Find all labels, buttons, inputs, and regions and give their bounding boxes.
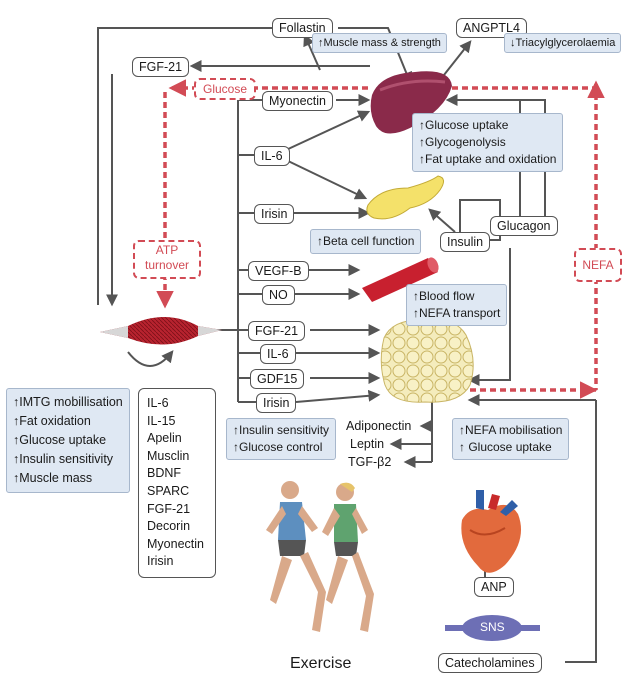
myokine-list: IL-6 IL-15 Apelin Musclin BDNF SPARC FGF… <box>138 388 216 578</box>
il6-fat-label: IL-6 <box>260 344 296 364</box>
runners-icon <box>266 481 374 632</box>
glucose-label: Glucose <box>194 78 256 100</box>
muscle-effect-5: ↑Muscle mass <box>13 471 93 485</box>
myokine-item: FGF-21 <box>147 501 191 516</box>
myokine-item: Myonectin <box>147 536 204 551</box>
irisin-fat-label: Irisin <box>256 393 297 413</box>
sns-label: SNS <box>480 620 505 634</box>
gdf15-label: GDF15 <box>250 369 305 389</box>
myonectin-label: Myonectin <box>262 91 333 111</box>
fgf21-fat-label: FGF-21 <box>248 321 306 341</box>
anp-label: ANP <box>474 577 514 597</box>
myokine-item: Irisin <box>147 554 174 569</box>
catecholamines-label: Catecholamines <box>438 653 542 673</box>
adipokine-leptin: Leptin <box>350 437 385 451</box>
liver-effect-2: ↑Glycogenolysis <box>419 135 506 149</box>
liver-effect-3: ↑Fat uptake and oxidation <box>419 152 557 166</box>
blood-flow-effect-1: ↑Blood flow <box>413 289 475 303</box>
atp-turnover-line-2: turnover <box>144 258 190 272</box>
myokine-item: IL-6 <box>147 396 169 410</box>
heart-icon <box>461 490 522 573</box>
nefa-glucose-effects: ↑NEFA mobilisation ↑ Glucose uptake <box>452 418 570 460</box>
muscle-effect-2: ↑Fat oxidation <box>13 414 91 428</box>
atp-turnover-line-1: ATP <box>155 243 179 257</box>
no-label: NO <box>262 285 295 305</box>
vegfb-label: VEGF-B <box>248 261 309 281</box>
myokine-item: IL-15 <box>147 413 176 428</box>
fgf21-top-label: FGF-21 <box>132 57 190 77</box>
myokine-item: Musclin <box>147 448 190 463</box>
myokine-item: Apelin <box>147 431 182 446</box>
nefa-glucose-effect-2: ↑ Glucose uptake <box>459 440 552 454</box>
pancreas-icon <box>366 175 444 220</box>
skeletal-muscle-icon <box>100 317 222 345</box>
muscle-effect-4: ↑Insulin sensitivity <box>13 452 114 466</box>
insulin-glucose-effects: ↑Insulin sensitivity ↑Glucose control <box>226 418 337 460</box>
insulin-label: Insulin <box>440 232 491 252</box>
atp-turnover-label: ATP turnover <box>133 240 201 279</box>
muscle-effect-1: ↑IMTG mobillisation <box>13 395 123 409</box>
blood-flow-effect-2: ↑NEFA transport <box>413 306 501 320</box>
myokine-item: SPARC <box>147 483 190 498</box>
exercise-label: Exercise <box>290 655 352 672</box>
adipokine-tgf-b2: TGF-β2 <box>348 455 392 469</box>
il6-liver-label: IL-6 <box>254 146 290 166</box>
liver-icon <box>370 71 452 134</box>
muscle-effect-3: ↑Glucose uptake <box>13 433 107 447</box>
liver-effect-1: ↑Glucose uptake <box>419 118 509 132</box>
glucagon-label: Glucagon <box>490 216 558 236</box>
adipokine-adiponectin: Adiponectin <box>346 419 412 433</box>
liver-effects: ↑Glucose uptake ↑Glycogenolysis ↑Fat upt… <box>412 113 564 172</box>
muscle-mass-strength-effect: ↑Muscle mass & strength <box>312 33 447 53</box>
nefa-label: NEFA <box>574 248 622 282</box>
blood-flow-effects: ↑Blood flow ↑NEFA transport <box>406 284 508 326</box>
beta-cell-effect: ↑Beta cell function <box>310 229 422 254</box>
myokine-item: Decorin <box>147 519 191 534</box>
irisin-pancreas-label: Irisin <box>254 204 295 224</box>
adipose-tissue-icon <box>380 318 474 403</box>
sns-nerve-icon <box>445 615 540 641</box>
insulin-glucose-effect-1: ↑Insulin sensitivity <box>233 423 330 437</box>
triacylglycerolaemia-effect: ↓Triacylglycerolaemia <box>504 33 622 53</box>
blood-vessel-icon <box>362 257 439 302</box>
nefa-glucose-effect-1: ↑NEFA mobilisation <box>459 423 563 437</box>
insulin-glucose-effect-2: ↑Glucose control <box>233 440 323 454</box>
myokine-item: BDNF <box>147 466 182 481</box>
muscle-effects: ↑IMTG mobillisation ↑Fat oxidation ↑Gluc… <box>6 388 130 493</box>
follastin-label: Follastin <box>272 18 333 38</box>
